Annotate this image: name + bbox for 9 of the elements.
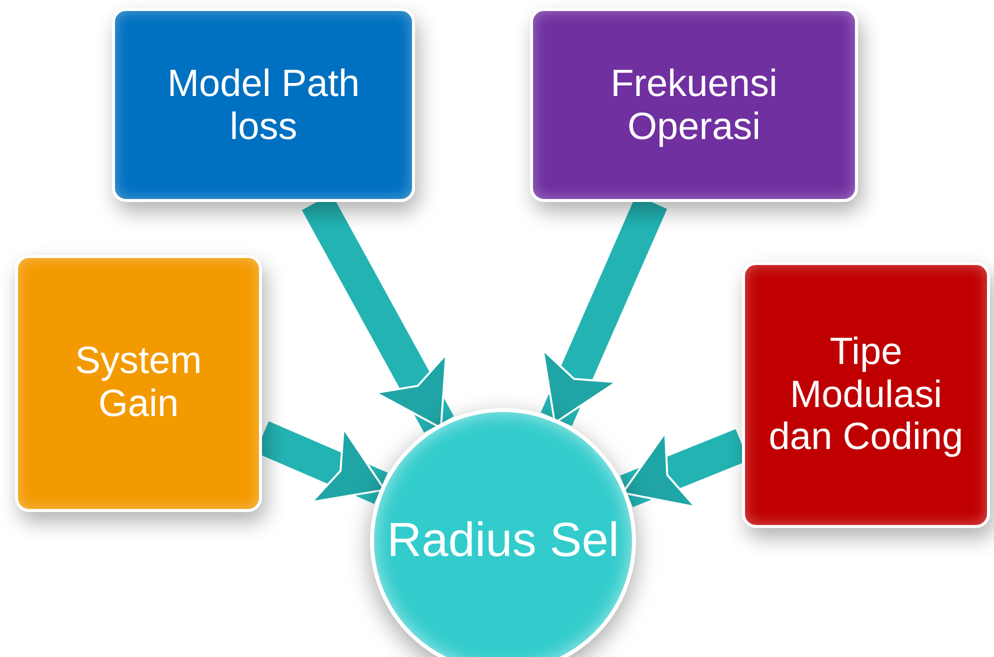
node-label: Model Path loss: [166, 63, 361, 148]
node-label: Radius Sel: [386, 514, 620, 568]
node-label: Tipe Modulasi dan Coding: [768, 331, 964, 459]
process-box: [742, 262, 990, 528]
process-box: [530, 8, 858, 202]
node-label: Frekuensi Operasi: [610, 63, 778, 148]
process-box: [112, 8, 415, 202]
process-box: [15, 255, 262, 512]
node-label: System Gain: [74, 340, 203, 426]
